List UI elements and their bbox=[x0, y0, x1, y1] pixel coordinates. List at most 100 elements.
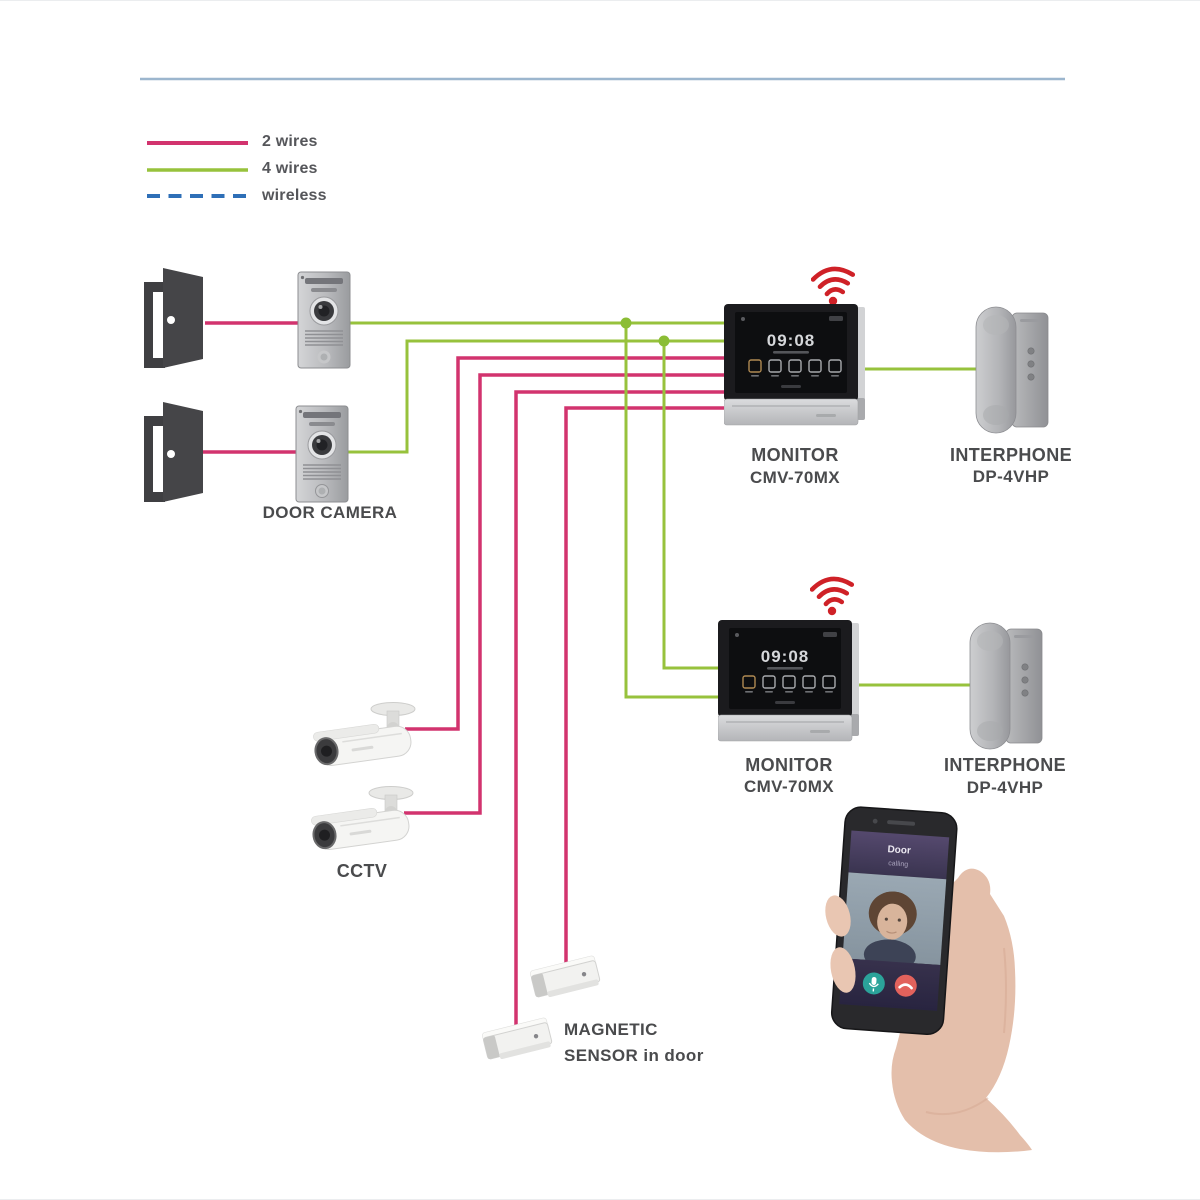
monitor2-title: MONITOR bbox=[745, 755, 833, 775]
phone: Door calling bbox=[830, 806, 958, 1036]
monitor-2: 09:08 bbox=[718, 620, 859, 742]
thumb bbox=[830, 947, 856, 993]
monitor-clock: 09:08 bbox=[761, 647, 809, 666]
cctv-label-strip bbox=[349, 829, 372, 836]
legend-label-4wires: 4 wires bbox=[262, 160, 318, 177]
monitor2-model: CMV-70MX bbox=[743, 777, 835, 796]
cctv-label: CCTV bbox=[336, 861, 388, 881]
sensor-dot bbox=[533, 1033, 539, 1039]
door-panel bbox=[163, 268, 203, 368]
handset-mouthpiece bbox=[977, 721, 1003, 741]
phone-speaker bbox=[887, 820, 916, 826]
magnetic-sensor-1 bbox=[530, 955, 601, 998]
monitor-1: 09:08 bbox=[724, 304, 865, 426]
call-title: Door bbox=[887, 844, 911, 857]
wifi-icon bbox=[810, 576, 855, 616]
monitor-base-logo bbox=[816, 414, 836, 417]
legend-label-2wires: 2 wires bbox=[262, 133, 318, 150]
sensor-end-cap bbox=[531, 973, 548, 998]
camera-vent-lines bbox=[303, 464, 341, 480]
screw-dot bbox=[300, 275, 305, 280]
monitor1-model: CMV-70MX bbox=[749, 468, 841, 487]
fingertip bbox=[825, 895, 851, 937]
monitor-clock: 09:08 bbox=[767, 331, 815, 350]
call-header bbox=[848, 830, 950, 880]
interphone1-model: DP-4VHP bbox=[972, 467, 1050, 486]
screw-dot bbox=[298, 409, 303, 414]
visitor-fringe bbox=[870, 891, 915, 916]
lens-highlight bbox=[318, 305, 323, 309]
wire-4w-camera2-to-monitor1 bbox=[348, 339, 740, 454]
wifi-icon bbox=[811, 266, 856, 306]
interphone-logo bbox=[1020, 319, 1040, 322]
monitor-base bbox=[724, 398, 859, 426]
monitor-base bbox=[718, 714, 853, 742]
door-camera-1 bbox=[297, 271, 351, 369]
door-1 bbox=[144, 268, 203, 368]
wire-2w-cctv2-to-monitor1 bbox=[404, 373, 740, 815]
legend-label-wireless: wireless bbox=[262, 187, 327, 204]
cctv-body-group bbox=[313, 723, 412, 766]
junction-dot bbox=[620, 317, 632, 329]
top-border bbox=[0, 0, 1200, 1]
monitor-date-text bbox=[773, 351, 809, 354]
interphone-button bbox=[1021, 689, 1029, 697]
cctv-lens-core bbox=[318, 829, 330, 841]
monitor-side-edge bbox=[857, 307, 865, 402]
interphone-button bbox=[1021, 663, 1029, 671]
handset-mouthpiece bbox=[983, 405, 1009, 425]
lens-highlight bbox=[316, 439, 321, 443]
cctv-body-group bbox=[311, 807, 410, 850]
wire-4w-junction1-to-monitor2 bbox=[624, 323, 726, 699]
door-camera-2 bbox=[295, 405, 349, 503]
wire-4w-junction2-to-monitor2 bbox=[662, 341, 726, 670]
hangup-icon bbox=[898, 983, 913, 990]
cctv-body-line bbox=[342, 732, 402, 743]
wire-2w-sensor1-to-monitor1 bbox=[564, 406, 740, 970]
magnetic-sensor-label: MAGNETIC SENSOR in door bbox=[564, 1017, 704, 1069]
interphone-base bbox=[1005, 628, 1043, 744]
monitor-side-edge bbox=[851, 623, 859, 718]
monitor-screen-logo bbox=[781, 385, 801, 388]
interphone1-title: INTERPHONE bbox=[949, 445, 1072, 465]
camera-vent-lines bbox=[305, 330, 343, 346]
door-panel bbox=[163, 402, 203, 502]
camera-slot bbox=[309, 422, 335, 426]
visitor-face bbox=[877, 903, 908, 940]
wire-2w-cctv1-to-monitor1 bbox=[405, 356, 740, 731]
monitor-logo-badge bbox=[823, 632, 837, 637]
cctv-label-strip bbox=[351, 745, 374, 752]
monitor-base-logo bbox=[810, 730, 830, 733]
phone-front-camera bbox=[872, 818, 878, 824]
interphone-button bbox=[1027, 360, 1035, 368]
wire-2w-sensor2-to-monitor1 bbox=[514, 390, 740, 1025]
monitor-screen-logo bbox=[775, 701, 795, 704]
call-controls bbox=[839, 958, 941, 1011]
monitor-date-text bbox=[767, 667, 803, 670]
phone-screen: Door calling bbox=[839, 830, 950, 1011]
sensor-end-cap bbox=[483, 1035, 500, 1060]
interphone-1 bbox=[975, 306, 1049, 434]
monitor-side-edge-lower bbox=[851, 714, 859, 736]
magnetic-label-line1: MAGNETIC bbox=[564, 1020, 658, 1039]
door-frame bbox=[144, 282, 165, 368]
cctv-body-line bbox=[340, 816, 400, 827]
interphone2-model: DP-4VHP bbox=[966, 778, 1044, 797]
sensor-dot bbox=[581, 971, 587, 977]
magnetic-label-line2: SENSOR in door bbox=[564, 1046, 704, 1065]
handset-earpiece bbox=[977, 631, 1003, 651]
monitor-menu-icons bbox=[742, 675, 836, 693]
smartphone-in-hand: Door calling bbox=[825, 806, 1032, 1153]
cctv-camera-2 bbox=[311, 786, 414, 850]
interphone2-title: INTERPHONE bbox=[943, 755, 1066, 775]
interphone-button bbox=[1027, 347, 1035, 355]
call-subtitle: calling bbox=[888, 860, 908, 868]
camera-speaker-grille bbox=[305, 278, 343, 284]
monitor-menu-icons bbox=[748, 359, 842, 377]
monitor-camera-dot bbox=[741, 317, 745, 321]
door-frame bbox=[144, 416, 165, 502]
sensor-front-strip bbox=[547, 979, 599, 998]
door-knob bbox=[167, 450, 175, 458]
